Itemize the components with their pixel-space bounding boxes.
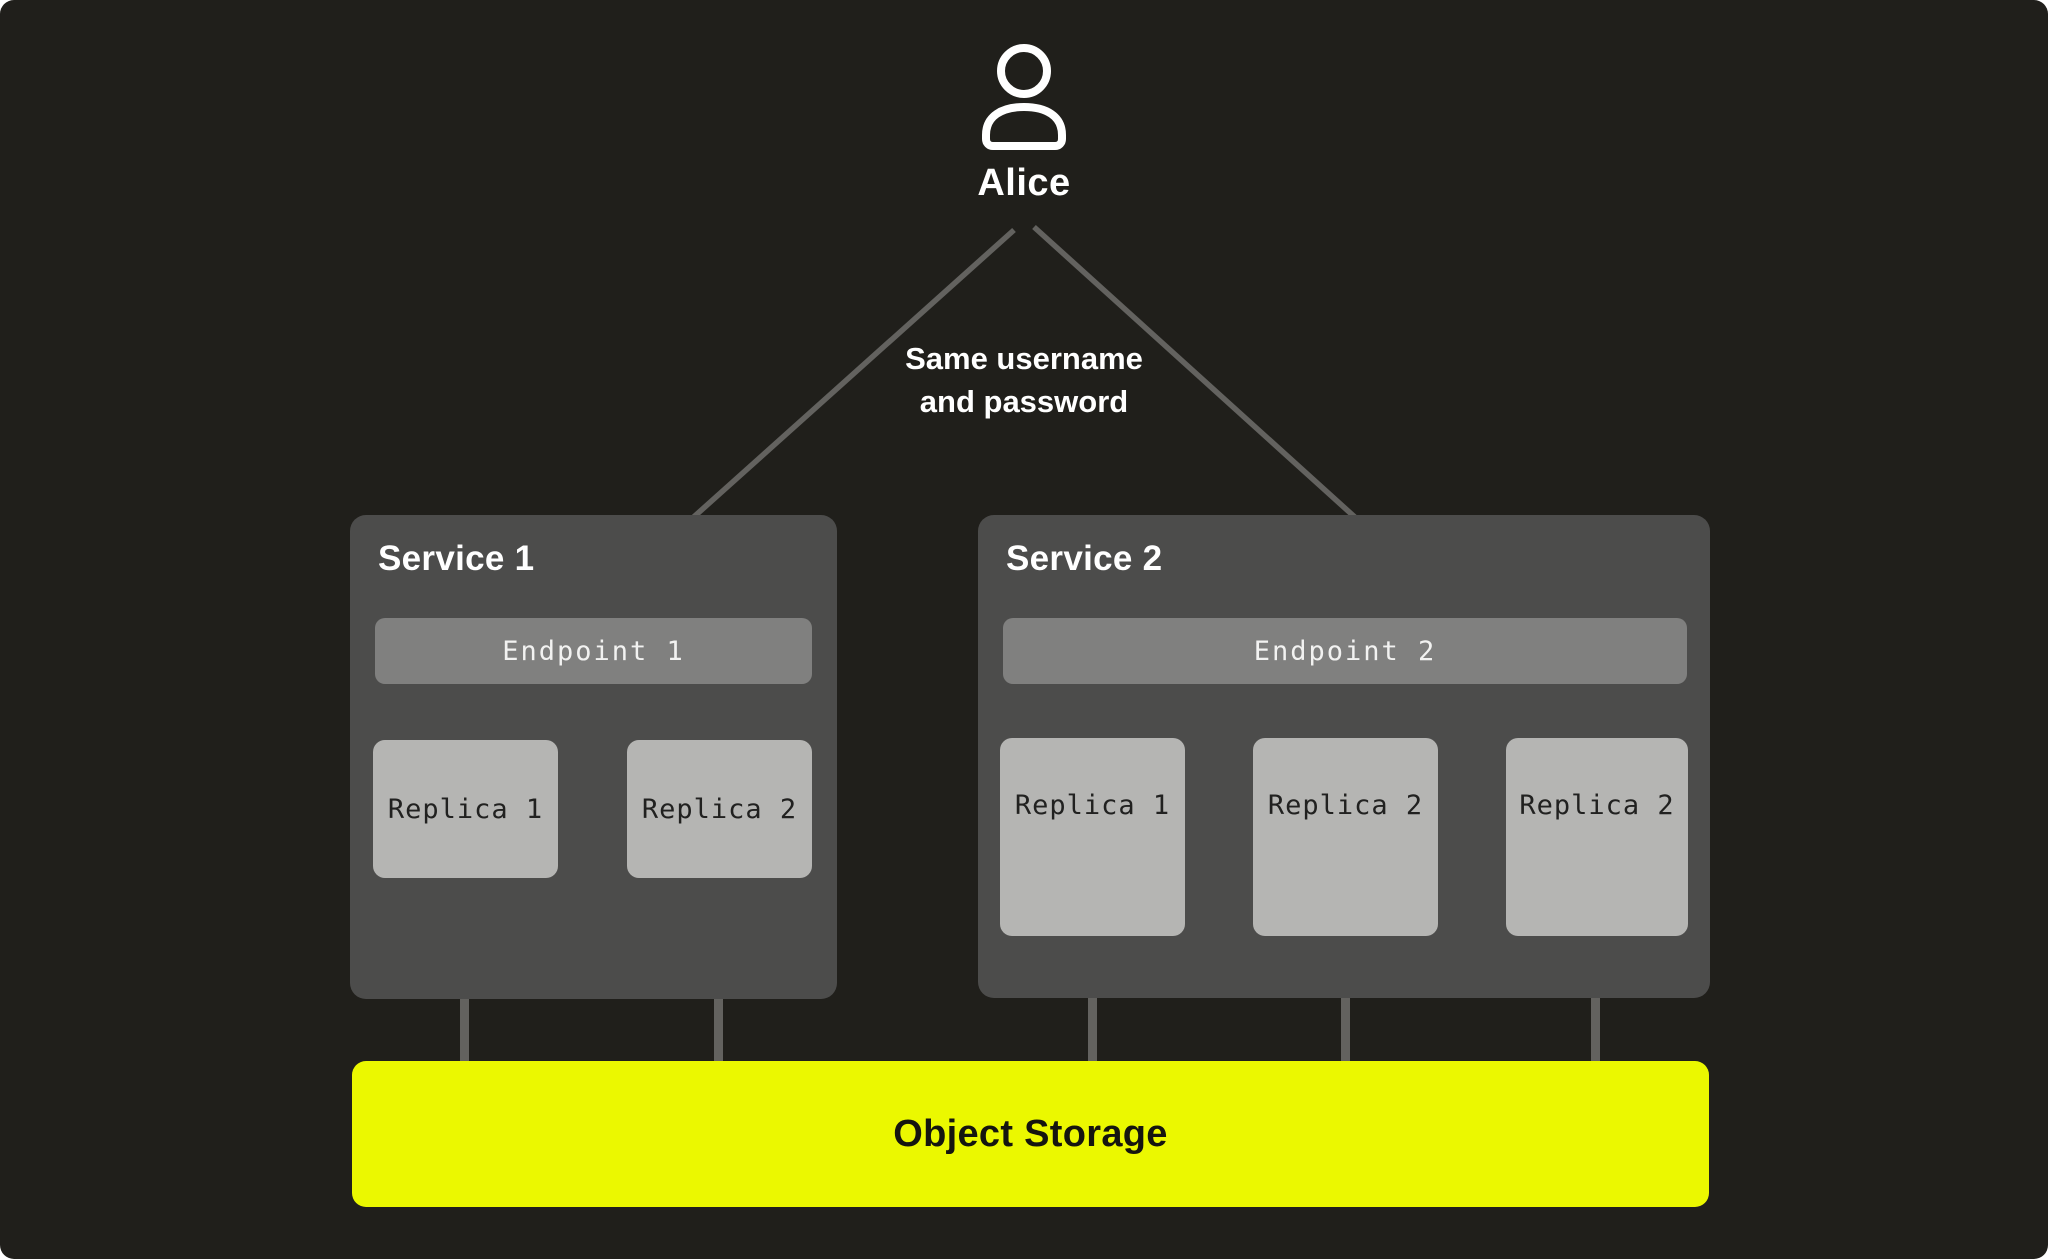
service-2-title: Service 2 [1006, 539, 1163, 578]
service-2-replica-1: Replica 1 [1000, 738, 1185, 936]
service-1-endpoint: Endpoint 1 [375, 618, 812, 684]
service-2-replica-2: Replica 2 [1253, 738, 1438, 936]
service-2-replica-3: Replica 2 [1506, 738, 1688, 936]
credentials-annotation-line2: and password [919, 384, 1129, 419]
person-icon [982, 44, 1066, 150]
credentials-annotation-line1: Same username [905, 341, 1143, 376]
service-1-replica-1: Replica 1 [373, 740, 558, 878]
service-1-replica-2: Replica 2 [627, 740, 812, 878]
object-storage-bar: Object Storage [352, 1061, 1709, 1207]
service-2-endpoint: Endpoint 2 [1003, 618, 1687, 684]
object-storage-label: Object Storage [893, 1112, 1168, 1155]
user-name-label: Alice [977, 162, 1071, 204]
service-1-panel: Service 1 Endpoint 1 Replica 1 Replica 2 [350, 515, 837, 999]
service-1-title: Service 1 [378, 539, 535, 578]
service-2-panel: Service 2 Endpoint 2 Replica 1 Replica 2… [978, 515, 1710, 998]
credentials-annotation: Same username and password [774, 337, 1274, 423]
